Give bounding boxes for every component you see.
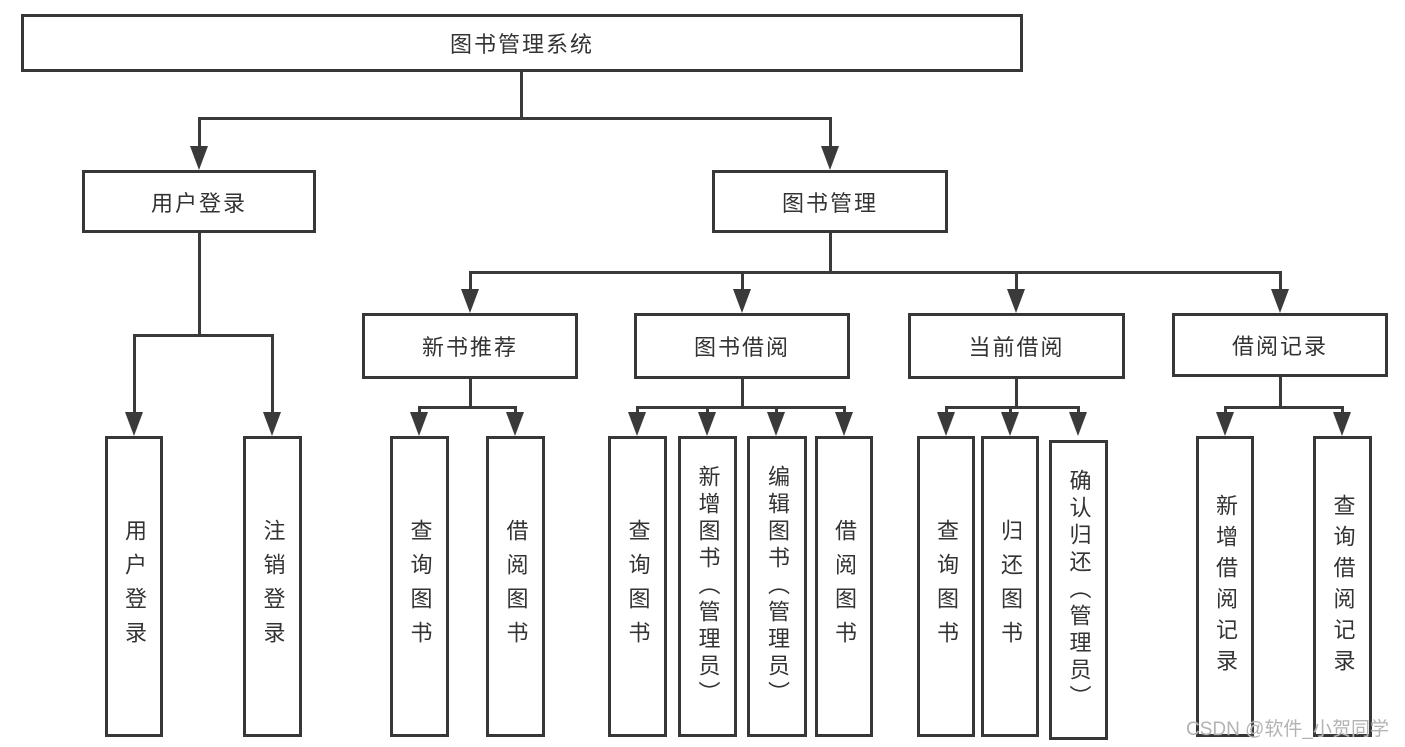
leaf-edit-book-admin: 编辑图书（管理员）: [747, 436, 807, 737]
leaf-label: 借阅图书: [832, 518, 857, 655]
connector-line: [198, 233, 201, 336]
node-label: 图书借阅: [693, 335, 790, 360]
arrow-down-icon: [461, 289, 479, 313]
leaf-user-login: 用户登录: [105, 436, 163, 737]
arrow-down-icon: [1271, 289, 1289, 313]
connector-line: [829, 233, 832, 274]
connector-line: [1015, 379, 1018, 409]
connector-line: [741, 379, 744, 409]
arrow-down-icon: [937, 412, 955, 436]
leaf-query-books-recommend: 查询图书: [390, 436, 449, 737]
node-current-borrowing: 当前借阅: [908, 313, 1125, 379]
connector-line: [741, 271, 744, 291]
node-borrowing-records: 借阅记录: [1172, 313, 1388, 377]
arrow-down-icon: [1007, 289, 1025, 313]
connector-line: [636, 406, 846, 409]
connector-line: [706, 406, 709, 415]
connector-line: [829, 117, 832, 149]
connector-line: [520, 72, 523, 118]
connector-line: [271, 334, 274, 414]
leaf-query-books-current: 查询图书: [917, 436, 975, 737]
connector-line: [198, 117, 201, 149]
arrow-down-icon: [1216, 412, 1234, 436]
leaf-label: 查询图书: [407, 518, 433, 655]
leaf-query-books-borrowing: 查询图书: [608, 436, 667, 737]
connector-line: [1015, 271, 1018, 291]
arrow-down-icon: [835, 412, 853, 436]
node-label: 图书管理系统: [449, 32, 594, 57]
arrow-down-icon: [698, 412, 716, 436]
connector-line: [198, 117, 832, 120]
connector-line: [636, 406, 639, 415]
connector-line: [1009, 406, 1012, 415]
arrow-down-icon: [190, 146, 208, 170]
leaf-label: 确认归还（管理员）: [1066, 468, 1092, 712]
leaf-add-borrow-record: 新增借阅记录: [1196, 436, 1254, 737]
node-label: 当前借阅: [968, 335, 1065, 360]
leaf-query-borrow-record: 查询借阅记录: [1313, 436, 1372, 737]
connector-line: [514, 406, 517, 415]
arrow-down-icon: [821, 146, 839, 170]
connector-line: [945, 406, 948, 415]
arrow-down-icon: [733, 289, 751, 313]
node-label: 新书推荐: [421, 335, 518, 360]
arrow-down-icon: [1333, 412, 1351, 436]
leaf-label: 归还图书: [998, 518, 1023, 655]
connector-line: [945, 406, 1080, 409]
connector-line: [1279, 377, 1282, 409]
node-user-login: 用户登录: [82, 170, 316, 233]
arrow-down-icon: [767, 412, 785, 436]
node-library-system: 图书管理系统: [21, 14, 1023, 72]
connector-line: [1077, 406, 1080, 415]
node-label: 图书管理: [781, 190, 878, 216]
leaf-label: 查询借阅记录: [1330, 493, 1356, 680]
leaf-label: 用户登录: [122, 518, 147, 655]
connector-line: [1224, 406, 1227, 415]
leaf-add-book-admin: 新增图书（管理员）: [678, 436, 737, 737]
connector-line: [1224, 406, 1344, 409]
leaf-label: 查询图书: [934, 518, 959, 655]
connector-line: [133, 334, 136, 414]
leaf-label: 新增借阅记录: [1213, 493, 1238, 680]
connector-line: [133, 334, 274, 337]
leaf-label: 借阅图书: [503, 518, 529, 655]
node-book-management: 图书管理: [712, 170, 948, 233]
node-book-borrowing: 图书借阅: [634, 313, 850, 379]
leaf-label: 新增图书（管理员）: [695, 465, 721, 708]
connector-line: [775, 406, 778, 415]
leaf-label: 编辑图书（管理员）: [765, 465, 790, 708]
csdn-watermark: CSDN @软件_小贺同学: [1186, 719, 1389, 740]
leaf-label: 查询图书: [625, 518, 651, 655]
node-label: 用户登录: [150, 190, 247, 216]
connector-line: [1341, 406, 1344, 415]
connector-line: [1279, 271, 1282, 291]
node-new-book-recommendation: 新书推荐: [362, 313, 578, 379]
leaf-logout: 注销登录: [243, 436, 302, 737]
node-label: 借阅记录: [1231, 334, 1328, 359]
leaf-label: 注销登录: [260, 518, 286, 655]
connector-line: [469, 379, 472, 409]
leaf-confirm-return-admin: 确认归还（管理员）: [1049, 440, 1108, 740]
connector-line: [843, 406, 846, 415]
arrow-down-icon: [410, 412, 428, 436]
arrow-down-icon: [1069, 412, 1087, 436]
connector-line: [469, 271, 472, 291]
arrow-down-icon: [506, 412, 524, 436]
connector-line: [418, 406, 421, 415]
arrow-down-icon: [628, 412, 646, 436]
arrow-down-icon: [263, 412, 281, 436]
leaf-borrow-books-recommend: 借阅图书: [486, 436, 545, 737]
leaf-return-books: 归还图书: [981, 436, 1039, 737]
connector-line: [418, 406, 517, 409]
arrow-down-icon: [125, 412, 143, 436]
leaf-borrow-books-borrowing: 借阅图书: [815, 436, 873, 737]
arrow-down-icon: [1001, 412, 1019, 436]
connector-line: [469, 271, 1282, 274]
